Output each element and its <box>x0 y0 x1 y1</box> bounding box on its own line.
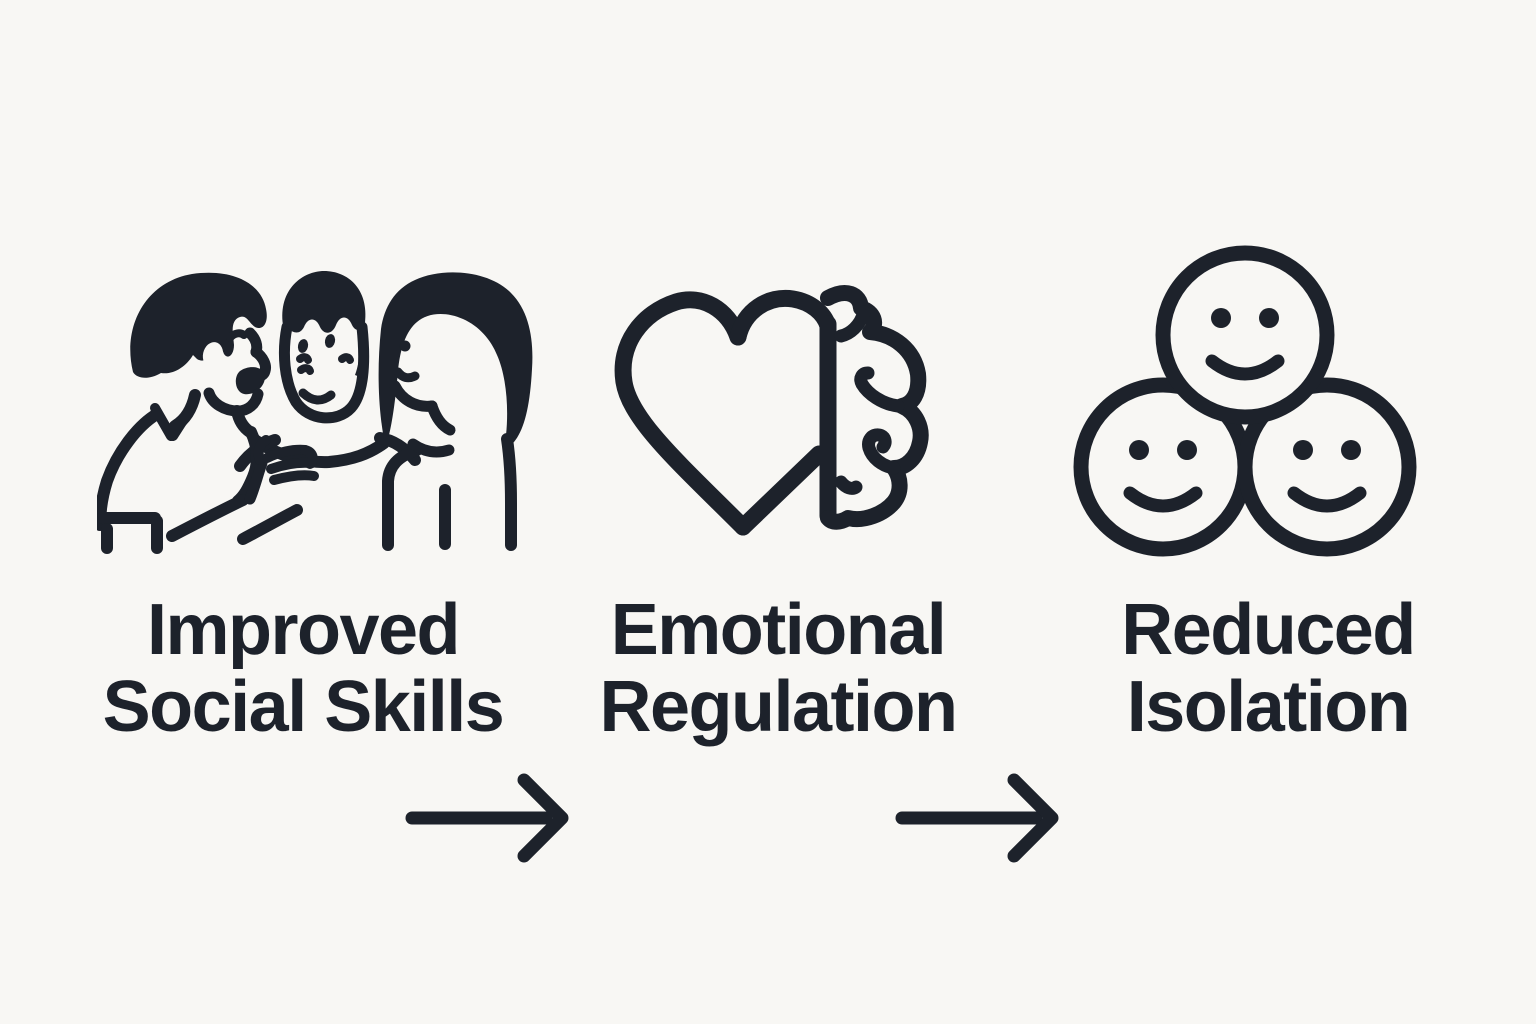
step-1-label: Improved Social Skills <box>3 592 603 746</box>
step-3-label: Reduced Isolation <box>968 592 1536 746</box>
step-1-label-line-1: Improved <box>146 590 461 670</box>
heart-brain-icon <box>598 282 938 542</box>
people-talking-icon <box>97 267 537 562</box>
step-1-label-line-2: Social Skills <box>102 667 505 747</box>
step-2-label-line-1: Emotional <box>610 590 947 670</box>
right-arrow-icon <box>402 766 572 870</box>
step-3-label-line-1: Reduced <box>1121 590 1416 670</box>
step-2-label: Emotional Regulation <box>478 592 1078 746</box>
smiling-faces-icon <box>1064 245 1424 565</box>
right-arrow-icon <box>892 766 1062 870</box>
step-3-label-line-2: Isolation <box>1126 667 1411 747</box>
step-2-label-line-2: Regulation <box>599 667 959 747</box>
